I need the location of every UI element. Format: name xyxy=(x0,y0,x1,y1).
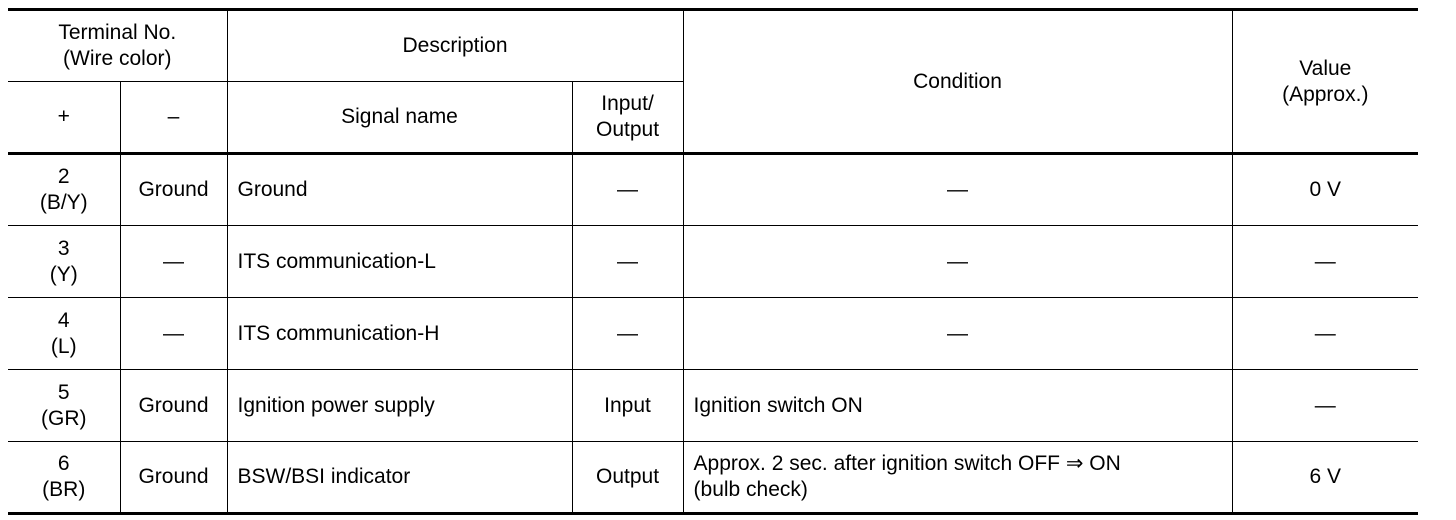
value-cell: 6 V xyxy=(1231,441,1419,515)
terminal-no-label: Terminal No. xyxy=(58,21,177,44)
terminal-number: 6 xyxy=(57,452,70,475)
signal-name-header: Signal name xyxy=(226,81,573,155)
signal-cell: ITS communication-L xyxy=(226,225,573,298)
terminal-number: 5 xyxy=(57,380,70,404)
minus-cell: Ground xyxy=(119,153,228,226)
terminal-cell: 3 (Y) xyxy=(8,225,121,298)
terminal-cell: 2 (B/Y) xyxy=(8,153,121,226)
io-cell: — xyxy=(571,225,684,298)
value-cell: 0 V xyxy=(1231,153,1419,226)
io-cell: Input xyxy=(571,369,684,442)
io-cell: — xyxy=(571,153,684,226)
terminal-number: 4 xyxy=(57,308,70,332)
io-label-line2: Output xyxy=(595,118,660,141)
value-cell: — xyxy=(1231,225,1419,298)
header-row-1: Terminal No. (Wire color) Description Co… xyxy=(8,8,1419,155)
minus-cell: — xyxy=(119,225,228,298)
wire-color: (GR) xyxy=(41,406,87,430)
value-cell: — xyxy=(1231,369,1419,442)
minus-cell: Ground xyxy=(119,441,228,515)
wire-color: (Y) xyxy=(49,262,78,286)
io-label-line1: Input/ xyxy=(601,92,654,115)
value-cell: — xyxy=(1231,297,1419,370)
signal-cell: Ignition power supply xyxy=(226,369,573,442)
terminal-cell: 5 (GR) xyxy=(8,369,121,442)
condition-cell: Approx. 2 sec. after ignition switch OFF… xyxy=(682,441,1233,515)
terminal-number: 2 xyxy=(57,165,70,188)
value-label: Value xyxy=(1299,56,1352,80)
condition-line1: Approx. 2 sec. after ignition switch OFF… xyxy=(693,452,1121,475)
condition-cell: Ignition switch ON xyxy=(682,369,1233,442)
condition-header: Condition xyxy=(682,8,1233,155)
description-header: Description xyxy=(226,8,684,82)
wire-color: (BR) xyxy=(42,478,86,501)
wire-color: (L) xyxy=(50,334,77,358)
minus-cell: — xyxy=(119,297,228,370)
terminal-spec-table: Terminal No. (Wire color) Description Co… xyxy=(8,8,1419,515)
terminal-cell: 4 (L) xyxy=(8,297,121,370)
table-row: 5 (GR) Ground Ignition power supply Inpu… xyxy=(8,369,1419,442)
wire-color-label: (Wire color) xyxy=(63,47,172,70)
table-row: 6 (BR) Ground BSW/BSI indicator Output A… xyxy=(8,441,1419,515)
terminal-number: 3 xyxy=(57,236,70,260)
io-cell: Output xyxy=(571,441,684,515)
table-row: 2 (B/Y) Ground Ground — — 0 V xyxy=(8,153,1419,226)
terminal-cell: 6 (BR) xyxy=(8,441,121,515)
minus-cell: Ground xyxy=(119,369,228,442)
wire-color: (B/Y) xyxy=(39,191,88,214)
signal-cell: Ground xyxy=(226,153,573,226)
plus-header: + xyxy=(8,81,121,155)
table-row: 4 (L) — ITS communication-H — — — xyxy=(8,297,1419,370)
io-cell: — xyxy=(571,297,684,370)
minus-header: – xyxy=(119,81,228,155)
header-row-2: + – Signal name Input/ Output xyxy=(8,81,1418,155)
value-header: Value (Approx.) xyxy=(1231,8,1419,155)
condition-cell: — xyxy=(682,153,1233,226)
io-header: Input/ Output xyxy=(571,81,684,155)
condition-line2: (bulb check) xyxy=(693,478,808,501)
signal-cell: BSW/BSI indicator xyxy=(226,441,573,515)
condition-cell: — xyxy=(682,225,1233,298)
condition-cell: — xyxy=(682,297,1233,370)
table-row: 3 (Y) — ITS communication-L — — — xyxy=(8,225,1419,298)
approx-label: (Approx.) xyxy=(1282,82,1369,106)
signal-cell: ITS communication-H xyxy=(226,297,573,370)
terminal-header: Terminal No. (Wire color) xyxy=(8,8,228,82)
